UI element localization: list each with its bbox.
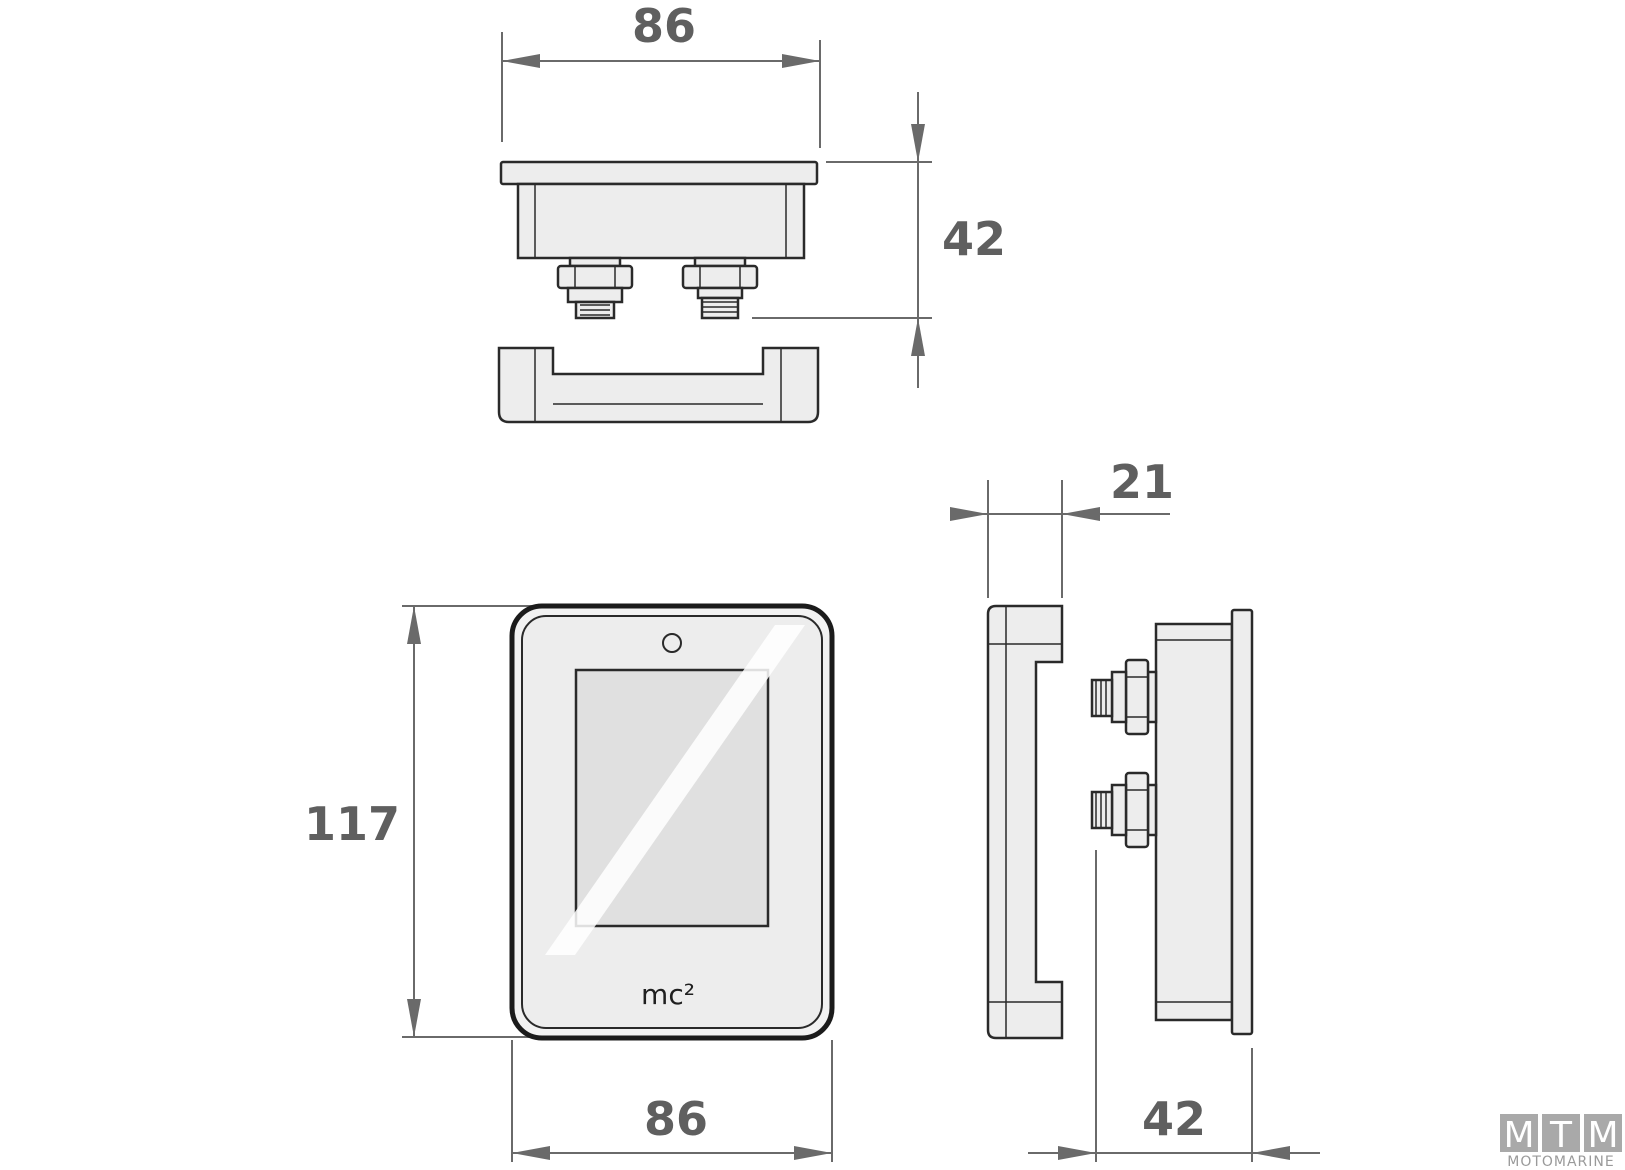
screen-glare xyxy=(545,625,805,955)
watermark-caption: MOTOMARINE xyxy=(1507,1154,1615,1170)
side-connector-upper xyxy=(1090,658,1158,736)
dim-label-top-depth: 42 xyxy=(942,212,1006,266)
dim-label-front-height: 117 xyxy=(304,797,400,851)
side-view: 21 xyxy=(950,455,1320,1162)
top-housing xyxy=(516,182,806,260)
dim-front-width: 86 xyxy=(511,1040,833,1162)
side-bezel xyxy=(986,604,1064,1040)
dim-top-depth: 42 xyxy=(752,92,1006,388)
front-view: 117 mc² 86 xyxy=(304,603,835,1162)
side-connector-lower xyxy=(1090,771,1158,849)
watermark-letter-1: M xyxy=(1503,1115,1534,1156)
watermark-letter-2: T xyxy=(1549,1115,1573,1156)
side-flange xyxy=(1230,608,1254,1036)
dim-label-side-bezel: 21 xyxy=(1110,455,1174,509)
top-bezel xyxy=(497,346,820,424)
watermark-box-1 xyxy=(1500,1114,1538,1152)
light-sensor-icon xyxy=(662,633,682,653)
dim-label-top-width: 86 xyxy=(632,0,696,53)
top-connector-left xyxy=(556,256,634,320)
top-connector-right xyxy=(681,256,759,320)
dim-label-side-depth: 42 xyxy=(1142,1092,1206,1146)
dim-side-bezel: 21 xyxy=(950,455,1174,598)
top-flange xyxy=(499,160,819,186)
dim-side-depth: 42 xyxy=(1028,850,1320,1162)
top-view: 86 xyxy=(497,0,1006,424)
watermark: M T M MOTOMARINE xyxy=(1500,1114,1622,1170)
brand-logo: mc² xyxy=(641,978,695,1011)
watermark-box-3 xyxy=(1584,1114,1622,1152)
side-housing xyxy=(1154,622,1234,1022)
dim-top-width: 86 xyxy=(501,0,821,148)
dim-front-height: 117 xyxy=(304,605,540,1038)
watermark-box-2 xyxy=(1542,1114,1580,1152)
watermark-letter-3: M xyxy=(1587,1115,1618,1156)
dim-label-front-width: 86 xyxy=(644,1092,708,1146)
